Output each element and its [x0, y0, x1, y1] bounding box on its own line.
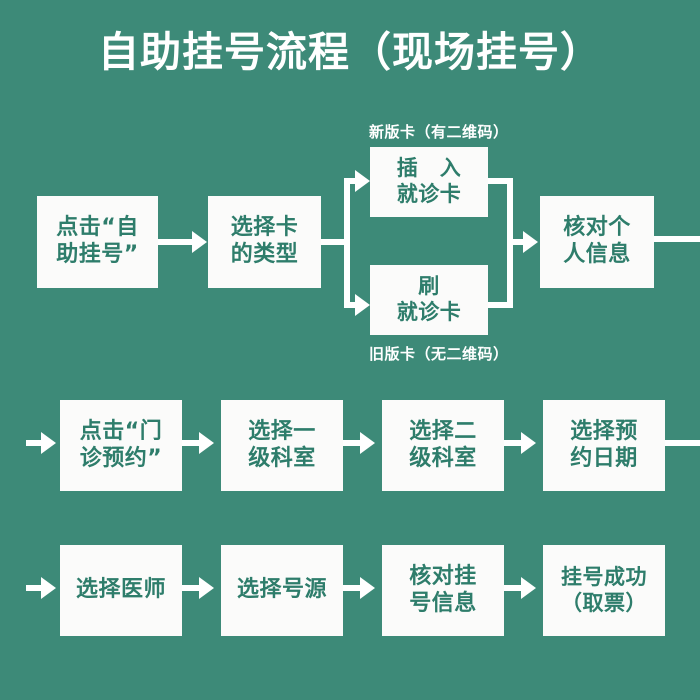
node-label: 挂号成功 （取票）: [561, 564, 647, 615]
connector-arrow-branch-bottom: [355, 294, 370, 316]
node-label: 选择医师: [75, 577, 166, 603]
node-verify-registration-info[interactable]: 核对挂 号信息: [382, 545, 504, 636]
connector-line-wrap-out-row2: [665, 440, 700, 446]
connector-line: [182, 585, 205, 591]
node-label: 核对挂 号信息: [409, 563, 477, 616]
connector-line-wrap-in-row3: [26, 585, 48, 591]
node-label: 选择二 级科室: [409, 418, 477, 471]
connector-arrow: [199, 577, 214, 599]
connector-line-wrap-in-row2: [26, 440, 48, 446]
node-select-appointment-date[interactable]: 选择预 约日期: [543, 400, 665, 491]
node-select-card-type[interactable]: 选择卡 的类型: [208, 196, 321, 288]
branch-label-new-card: 新版卡（有二维码）: [369, 123, 509, 141]
node-label: 核对个 人信息: [563, 215, 631, 267]
node-verify-personal-info[interactable]: 核对个 人信息: [540, 196, 654, 288]
node-click-self-service[interactable]: 点击“自 助挂号”: [37, 196, 158, 288]
node-label: 点击“自 助挂号”: [56, 215, 139, 267]
connector-arrow: [360, 432, 375, 454]
connector-arrow-wrap-in-row2: [41, 432, 56, 454]
node-click-outpatient-appointment[interactable]: 点击“门 诊预约”: [60, 400, 182, 491]
node-label: 选择号源: [236, 577, 327, 603]
connector-line-split-stem: [321, 239, 350, 245]
node-label: 选择预 约日期: [570, 418, 638, 471]
node-label: 插 入 就诊卡: [396, 156, 462, 206]
node-select-secondary-department[interactable]: 选择二 级科室: [382, 400, 504, 491]
connector-line: [343, 585, 366, 591]
connector-arrow: [521, 577, 536, 599]
connector-line-merge-stem: [507, 239, 529, 245]
connector-line: [504, 585, 527, 591]
connector-arrow-merge: [523, 231, 538, 253]
connector-line-wrap-out-row1: [654, 236, 700, 242]
node-label: 选择卡 的类型: [230, 215, 299, 267]
connector-line-merge-top: [488, 178, 513, 184]
node-select-doctor[interactable]: 选择医师: [60, 545, 182, 636]
connector-line: [182, 440, 205, 446]
node-select-primary-department[interactable]: 选择一 级科室: [221, 400, 343, 491]
connector-arrow-branch-top: [355, 170, 370, 192]
node-label: 点击“门 诊预约”: [79, 418, 163, 471]
connector-arrow: [199, 432, 214, 454]
connector-line-split-trunk: [344, 178, 350, 308]
connector-arrow-wrap-in-row3: [41, 577, 56, 599]
node-insert-card[interactable]: 插 入 就诊卡: [370, 147, 488, 217]
connector-line: [504, 440, 527, 446]
connector-arrow: [521, 432, 536, 454]
node-label: 选择一 级科室: [248, 418, 316, 471]
node-swipe-card[interactable]: 刷 就诊卡: [370, 265, 488, 335]
page-title: 自助挂号流程（现场挂号）: [98, 28, 602, 76]
branch-label-old-card: 旧版卡（无二维码）: [369, 345, 509, 363]
connector-line-merge-bottom: [488, 302, 513, 308]
node-registration-success[interactable]: 挂号成功 （取票）: [543, 545, 665, 636]
connector-arrow: [192, 231, 207, 253]
node-select-slot[interactable]: 选择号源: [221, 545, 343, 636]
connector-line: [158, 239, 193, 245]
connector-arrow: [360, 577, 375, 599]
connector-line: [343, 440, 366, 446]
node-label: 刷 就诊卡: [396, 274, 462, 324]
